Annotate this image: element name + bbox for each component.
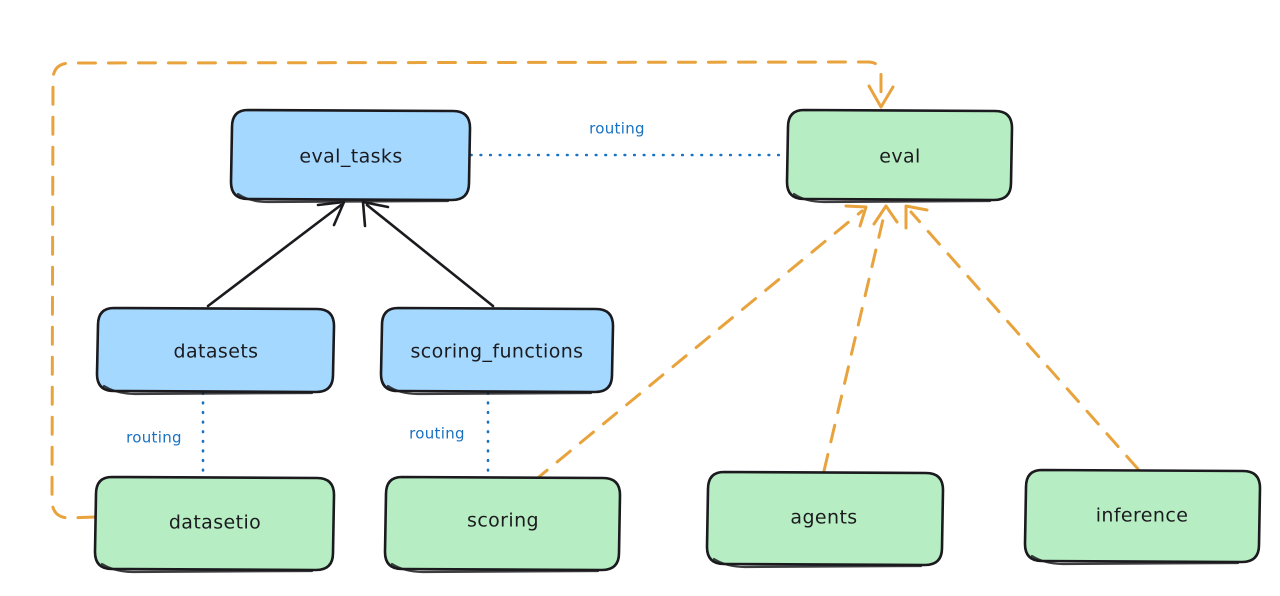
edge-label-routing-datasets: routing	[126, 429, 182, 447]
node-eval[interactable]: eval	[785, 108, 1014, 204]
edge-inference-to-eval	[904, 204, 1140, 471]
node-label-eval-tasks: eval_tasks	[299, 146, 402, 168]
edge-scoring-functions-to-eval-tasks	[361, 200, 495, 308]
node-label-scoring: scoring	[467, 510, 539, 532]
edge-label-routing-scoring-functions: routing	[409, 425, 465, 443]
node-agents[interactable]: agents	[705, 470, 945, 569]
node-datasetio[interactable]: datasetio	[93, 475, 336, 574]
node-label-eval: eval	[879, 146, 920, 168]
edge-scoring-to-eval	[532, 204, 868, 483]
node-label-scoring-functions: scoring_functions	[411, 341, 584, 363]
node-eval-tasks[interactable]: eval_tasks	[229, 108, 472, 204]
node-label-datasetio: datasetio	[169, 512, 261, 534]
node-label-inference: inference	[1096, 505, 1189, 527]
edge-datasetio-to-eval	[50, 60, 895, 520]
edge-label-routing-eval-tasks: routing	[589, 120, 645, 138]
node-scoring[interactable]: scoring	[383, 475, 622, 574]
node-label-datasets: datasets	[174, 341, 259, 363]
edge-datasets-to-eval-tasks	[206, 200, 346, 308]
node-datasets[interactable]: datasets	[95, 306, 336, 396]
node-inference[interactable]: inference	[1023, 468, 1262, 566]
node-scoring-functions[interactable]: scoring_functions	[379, 306, 615, 396]
node-label-agents: agents	[790, 507, 857, 529]
edge-agents-to-eval	[822, 204, 899, 473]
